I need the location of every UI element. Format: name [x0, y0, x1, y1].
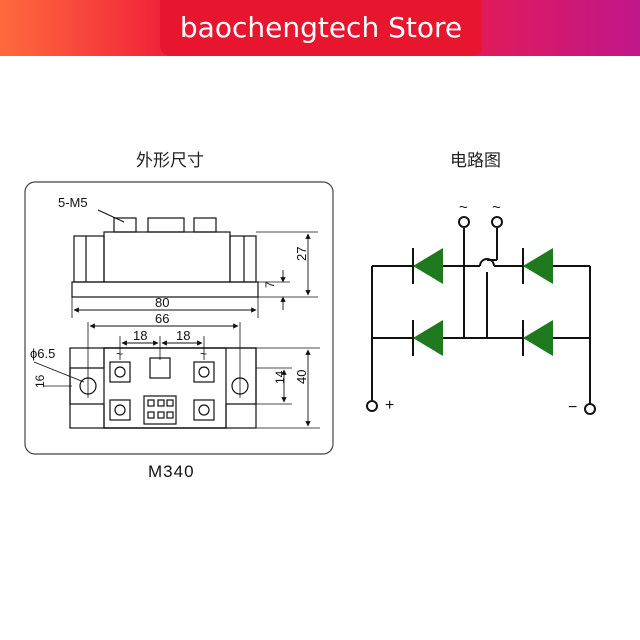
ac-terminal-left [458, 216, 470, 228]
ac-label-right: ~ [492, 199, 501, 216]
model-number: M340 [148, 462, 195, 481]
height-total-label: 27 [294, 247, 309, 261]
base-height-label: 7 [263, 281, 277, 288]
ac-mark-right: ~ [200, 347, 207, 361]
store-name: baochengtech Store [160, 0, 482, 56]
minus-label: − [568, 399, 577, 416]
ac-terminal-right [491, 216, 503, 228]
top-view [69, 347, 257, 429]
outline-dimensions-title: 外形尺寸 [136, 151, 204, 171]
minus-terminal [584, 403, 596, 415]
plus-terminal [366, 400, 378, 412]
inner-width-label: 14 [273, 370, 287, 384]
screws-label: 5-M5 [58, 195, 88, 210]
diode-top-right [523, 248, 553, 284]
diode-top-left [413, 248, 443, 284]
header-banner: baochengtech Store [0, 0, 640, 56]
ac-mark-left: ~ [116, 347, 123, 361]
hole-offset-label: 16 [33, 374, 47, 388]
terminal-pitch-left-label: 18 [133, 328, 147, 343]
diode-bottom-left [413, 320, 443, 356]
total-length-label: 80 [155, 295, 169, 310]
drawing-frame [24, 181, 334, 455]
side-view [71, 217, 259, 298]
plus-label: + [385, 397, 394, 414]
circuit-diagram-title: 电路图 [450, 151, 501, 171]
width-label: 40 [294, 370, 309, 384]
hole-pitch-label: 66 [155, 311, 169, 326]
diode-bottom-right [523, 320, 553, 356]
hole-diameter-label: ϕ6.5 [30, 346, 55, 361]
terminal-pitch-right-label: 18 [176, 328, 190, 343]
ac-label-left: ~ [459, 199, 468, 216]
